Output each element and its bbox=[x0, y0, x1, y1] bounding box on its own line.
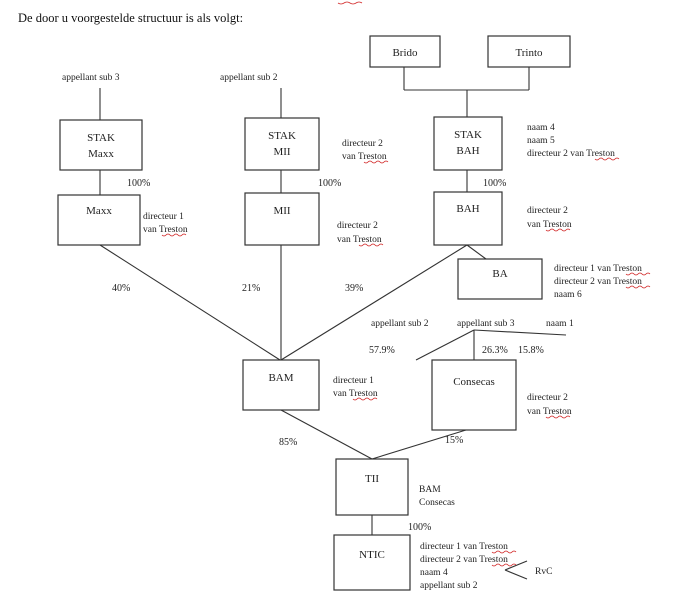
note-bah: directeur 2 van Treston bbox=[527, 206, 572, 232]
svg-text:Consecas: Consecas bbox=[419, 498, 455, 508]
svg-text:100%: 100% bbox=[483, 178, 506, 189]
connector-lines bbox=[99, 67, 567, 580]
note-tii: BAM Consecas bbox=[419, 485, 455, 508]
box-bah: BAH bbox=[433, 191, 503, 246]
svg-text:van Treston: van Treston bbox=[143, 225, 188, 235]
svg-text:40%: 40% bbox=[112, 283, 130, 294]
svg-text:naam 4: naam 4 bbox=[420, 568, 448, 578]
note-stak-bah: naam 4 naam 5 directeur 2 van Treston bbox=[527, 123, 620, 161]
note-mii: directeur 2 van Treston bbox=[337, 221, 384, 247]
svg-text:directeur 2: directeur 2 bbox=[337, 221, 378, 231]
svg-text:15%: 15% bbox=[445, 435, 463, 446]
svg-text:van Treston: van Treston bbox=[333, 389, 378, 399]
svg-text:directeur 2 van Treston: directeur 2 van Treston bbox=[554, 277, 642, 287]
svg-text:directeur 1 van Treston: directeur 1 van Treston bbox=[420, 542, 508, 552]
note-bam: directeur 1 van Treston bbox=[333, 376, 378, 401]
svg-text:van Treston: van Treston bbox=[527, 407, 572, 417]
svg-text:57.9%: 57.9% bbox=[369, 345, 395, 356]
note-consecas: directeur 2 van Treston bbox=[527, 393, 572, 419]
svg-text:39%: 39% bbox=[345, 283, 363, 294]
svg-text:naam 6: naam 6 bbox=[554, 290, 582, 300]
svg-text:Brido: Brido bbox=[392, 47, 418, 59]
svg-text:naam 4: naam 4 bbox=[527, 123, 555, 133]
svg-text:STAK: STAK bbox=[268, 130, 296, 142]
svg-text:van Treston: van Treston bbox=[527, 220, 572, 230]
svg-text:Maxx: Maxx bbox=[88, 148, 114, 160]
svg-text:directeur 1: directeur 1 bbox=[143, 212, 184, 222]
spellcheck-underline bbox=[337, 1, 363, 5]
box-trinto: Trinto bbox=[487, 35, 571, 68]
svg-text:21%: 21% bbox=[242, 283, 260, 294]
svg-text:STAK: STAK bbox=[87, 132, 115, 144]
svg-text:NTIC: NTIC bbox=[359, 549, 385, 561]
note-ntic: directeur 1 van Treston directeur 2 van … bbox=[420, 542, 517, 591]
note-maxx: directeur 1 van Treston bbox=[143, 212, 188, 237]
svg-text:85%: 85% bbox=[279, 437, 297, 448]
svg-text:appellant sub 2: appellant sub 2 bbox=[420, 581, 478, 591]
svg-text:directeur 2 van Treston: directeur 2 van Treston bbox=[420, 555, 508, 565]
box-consecas: Consecas bbox=[431, 359, 517, 431]
svg-text:Trinto: Trinto bbox=[515, 47, 543, 59]
consecas-shareholders: appellant sub 2 appellant sub 3 naam 1 bbox=[371, 319, 574, 329]
box-mii: MII bbox=[244, 192, 320, 246]
label-appellant-sub2: appellant sub 2 bbox=[220, 73, 278, 83]
svg-text:26.3%: 26.3% bbox=[482, 345, 508, 356]
svg-text:15.8%: 15.8% bbox=[518, 345, 544, 356]
box-stak-mii: STAK MII bbox=[244, 117, 320, 171]
svg-text:MII: MII bbox=[273, 146, 290, 158]
svg-text:100%: 100% bbox=[408, 522, 431, 533]
label-appellant-sub3: appellant sub 3 bbox=[62, 73, 120, 83]
note-stak-mii: directeur 2 van Treston bbox=[342, 139, 389, 164]
svg-text:100%: 100% bbox=[127, 178, 150, 189]
box-ba: BA bbox=[457, 258, 543, 300]
box-bam: BAM bbox=[242, 359, 320, 411]
note-ba: directeur 1 van Treston directeur 2 van … bbox=[554, 264, 651, 300]
svg-text:TII: TII bbox=[365, 473, 379, 485]
svg-text:naam 5: naam 5 bbox=[527, 136, 555, 146]
svg-text:directeur 2: directeur 2 bbox=[527, 206, 568, 216]
box-stak-bah: STAK BAH bbox=[433, 116, 503, 171]
box-maxx: Maxx bbox=[57, 194, 141, 246]
svg-text:BAH: BAH bbox=[456, 145, 479, 157]
svg-text:100%: 100% bbox=[318, 178, 341, 189]
svg-text:Consecas: Consecas bbox=[453, 376, 495, 388]
svg-text:BAM: BAM bbox=[268, 372, 293, 384]
svg-text:BAH: BAH bbox=[456, 203, 479, 215]
svg-text:directeur 2 van Treston: directeur 2 van Treston bbox=[527, 149, 615, 159]
svg-text:van Treston: van Treston bbox=[337, 235, 382, 245]
svg-text:directeur 1: directeur 1 bbox=[333, 376, 374, 386]
svg-text:STAK: STAK bbox=[454, 129, 482, 141]
svg-text:directeur 2: directeur 2 bbox=[342, 139, 383, 149]
svg-text:naam 1: naam 1 bbox=[546, 319, 574, 329]
box-brido: Brido bbox=[369, 35, 441, 68]
box-stak-maxx: STAK Maxx bbox=[59, 119, 143, 171]
diagram-title: De door u voorgestelde structuur is als … bbox=[18, 11, 243, 25]
svg-text:BAM: BAM bbox=[419, 485, 441, 495]
svg-text:appellant sub 2: appellant sub 2 bbox=[371, 319, 429, 329]
svg-text:directeur 1 van Treston: directeur 1 van Treston bbox=[554, 264, 642, 274]
svg-text:appellant sub 3: appellant sub 3 bbox=[457, 319, 515, 329]
svg-text:van Treston: van Treston bbox=[342, 152, 387, 162]
svg-text:directeur 2: directeur 2 bbox=[527, 393, 568, 403]
svg-text:MII: MII bbox=[273, 205, 290, 217]
svg-text:BA: BA bbox=[492, 268, 507, 280]
label-rvc: RvC bbox=[535, 567, 552, 577]
percentages: 100% 100% 100% 40% 21% 39% 57.9% 26.3% 1… bbox=[112, 178, 544, 533]
box-ntic: NTIC bbox=[333, 534, 411, 591]
box-tii: TII bbox=[335, 458, 409, 516]
svg-text:Maxx: Maxx bbox=[86, 205, 112, 217]
